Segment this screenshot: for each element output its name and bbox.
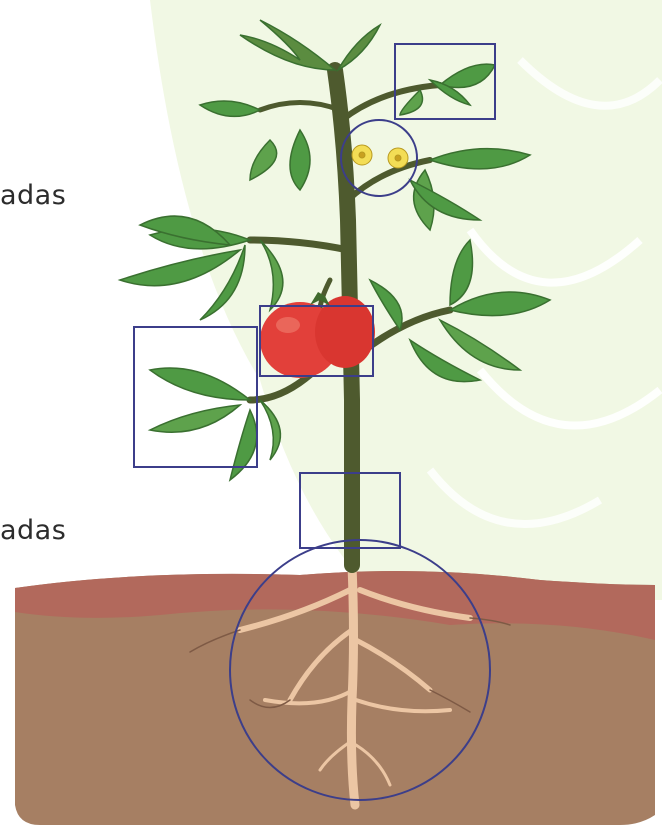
label-upper-cutoff: adas — [0, 180, 66, 211]
label-lower-cutoff: adas — [0, 515, 66, 546]
